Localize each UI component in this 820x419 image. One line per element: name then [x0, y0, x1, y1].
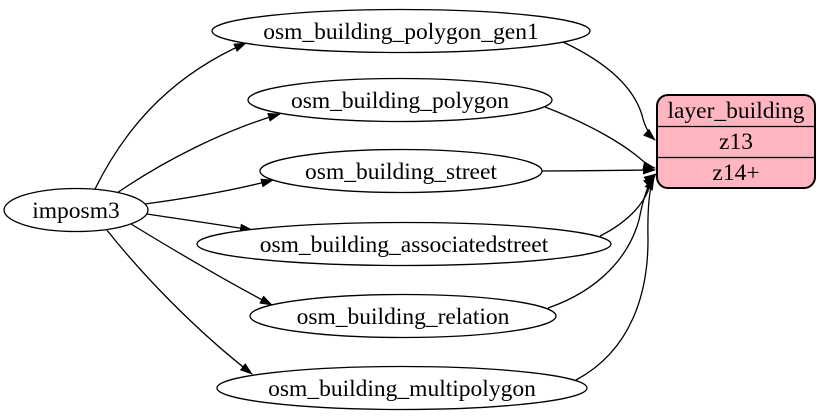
node-osm-building-polygon: osm_building_polygon — [247, 77, 553, 123]
polygon-gen1-ellipse — [211, 8, 591, 54]
edge-imposm3-to-street — [144, 178, 274, 205]
relation-label: osm_building_relation — [297, 304, 510, 330]
edge-street-to-z14 — [541, 165, 656, 175]
street-ellipse — [259, 148, 543, 194]
associatedstreet-ellipse — [196, 221, 612, 267]
layer-building-title: layer_building — [667, 98, 804, 124]
multipolygon-label: osm_building_multipolygon — [268, 376, 536, 402]
polygon-gen1-label: osm_building_polygon_gen1 — [263, 19, 538, 45]
imposm3-ellipse — [3, 187, 149, 233]
layer-building-row-z14: z14+ — [712, 160, 759, 186]
layer-building-box — [656, 94, 816, 189]
edges — [94, 41, 657, 381]
relation-ellipse — [249, 293, 557, 339]
node-osm-building-street: osm_building_street — [259, 148, 543, 194]
street-label: osm_building_street — [305, 159, 497, 185]
edge-polygon-to-z14 — [544, 106, 656, 171]
edge-imposm3-to-multipolygon — [105, 228, 253, 375]
node-layer-building: layer_building z13 z14+ — [656, 94, 816, 189]
node-imposm3: imposm3 — [3, 187, 149, 233]
edge-imposm3-to-relation — [130, 223, 273, 306]
edge-imposm3-to-polygon — [116, 113, 281, 194]
edge-imposm3-to-polygon-gen1 — [94, 42, 247, 190]
associatedstreet-label: osm_building_associatedstreet — [260, 232, 549, 258]
node-osm-building-associatedstreet: osm_building_associatedstreet — [196, 221, 612, 267]
node-osm-building-multipolygon: osm_building_multipolygon — [216, 365, 588, 411]
polygon-label: osm_building_polygon — [291, 88, 509, 114]
multipolygon-ellipse — [216, 365, 588, 411]
node-osm-building-polygon-gen1: osm_building_polygon_gen1 — [211, 8, 591, 54]
layer-building-row-z13: z13 — [719, 129, 753, 155]
node-osm-building-relation: osm_building_relation — [249, 293, 557, 339]
edge-multipolygon-to-z14 — [575, 177, 655, 381]
imposm3-label: imposm3 — [32, 198, 119, 224]
polygon-ellipse — [247, 77, 553, 123]
edge-polygon-gen1-to-z13 — [562, 41, 656, 141]
edge-imposm3-to-associatedstreet — [146, 213, 253, 233]
